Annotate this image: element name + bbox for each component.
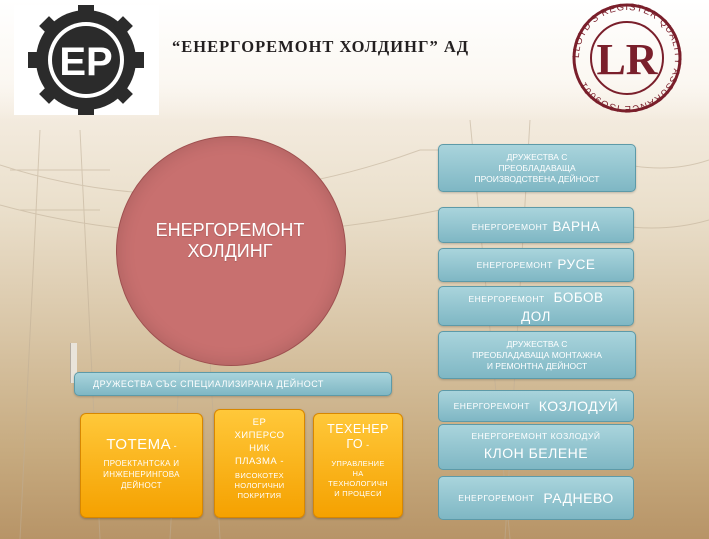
company-dash: - <box>171 441 177 451</box>
connector-line <box>70 343 77 383</box>
company-er-hypersonic-plasma: ЕР ХИПЕРСО НИК ПЛАЗМА - ВИСОКОТЕХ НОЛОГИ… <box>214 409 305 518</box>
branch-bobov-dol: ЕНЕРГОРЕМОНТ БОБОВ ДОЛ <box>438 286 634 326</box>
company-tehenergo: ТЕХЕНЕР ГО - УПРАВЛЕНИЕ НА ТЕХНОЛОГИЧН И… <box>313 413 403 518</box>
branch-name: РУСЕ <box>557 257 596 272</box>
branch-name: ВАРНА <box>552 218 601 234</box>
branch-prefix: ЕНЕРГОРЕМОНТ <box>458 493 535 503</box>
branch-kozloduy: ЕНЕРГОРЕМОНТ КОЗЛОДУЙ <box>438 390 634 422</box>
branch-name: БОБОВ <box>553 290 604 305</box>
company-name: ТОТЕМА <box>106 436 172 453</box>
branch-name: КОЗЛОДУЙ <box>538 398 619 414</box>
branch-name-line2: ДОЛ <box>521 309 551 324</box>
production-heading-text: ДРУЖЕСТВА С ПРЕОБЛАДАВАЩА ПРОИЗВОДСТВЕНА… <box>474 151 600 184</box>
branch-prefix: ЕНЕРГОРЕМОНТ <box>476 260 553 270</box>
branch-ruse: ЕНЕРГОРЕМОНТ РУСЕ <box>438 248 634 282</box>
company-description: ПРОЕКТАНТСКА И ИНЖЕНЕРИНГОВА ДЕЙНОСТ <box>103 459 180 490</box>
branch-name: РАДНЕВО <box>543 490 614 506</box>
installation-heading-text: ДРУЖЕСТВА С ПРЕОБЛАДАВАЩА МОНТАЖНА И РЕМ… <box>472 338 602 371</box>
company-dash: - <box>277 456 285 467</box>
branch-belene: ЕНЕРГОРЕМОНТ КОЗЛОДУЙ КЛОН БЕЛЕНЕ <box>438 424 634 470</box>
branch-radnevo: ЕНЕРГОРЕМОНТ РАДНЕВО <box>438 476 634 520</box>
lloyds-register-seal-icon: LLOYD'S REGISTER QUALITY ASSURANCE ISO90… <box>571 2 682 114</box>
svg-text:EP: EP <box>59 40 112 84</box>
specialized-heading: ДРУЖЕСТВА СЪС СПЕЦИАЛИЗИРАНА ДЕЙНОСТ <box>74 372 392 396</box>
gear-logo-icon: EP <box>14 5 159 115</box>
company-dash: - <box>363 440 370 450</box>
holding-label: ЕНЕРГОРЕМОНТ ХОЛДИНГ <box>155 220 305 261</box>
company-description: ВИСОКОТЕХ НОЛОГИЧНИ ПОКРИТИЯ <box>234 471 285 500</box>
company-totema: ТОТЕМА - ПРОЕКТАНТСКА И ИНЖЕНЕРИНГОВА ДЕ… <box>80 413 203 518</box>
branch-prefix: ЕНЕРГОРЕМОНТ <box>471 221 548 232</box>
holding-circle <box>116 136 346 366</box>
branch-prefix: ЕНЕРГОРЕМОНТ <box>468 294 545 304</box>
company-name: ТЕХЕНЕР ГО <box>327 422 389 451</box>
branch-prefix: ЕНЕРГОРЕМОНТ <box>453 401 530 411</box>
production-heading: ДРУЖЕСТВА С ПРЕОБЛАДАВАЩА ПРОИЗВОДСТВЕНА… <box>438 144 636 192</box>
installation-heading: ДРУЖЕСТВА С ПРЕОБЛАДАВАЩА МОНТАЖНА И РЕМ… <box>438 331 636 379</box>
svg-text:LR: LR <box>596 35 658 84</box>
branch-varna: ЕНЕРГОРЕМОНТ ВАРНА <box>438 207 634 243</box>
company-description: УПРАВЛЕНИЕ НА ТЕХНОЛОГИЧН И ПРОЦЕСИ <box>328 459 388 498</box>
branch-prefix: ЕНЕРГОРЕМОНТ КОЗЛОДУЙ <box>471 431 601 441</box>
company-name: ЕР ХИПЕРСО НИК ПЛАЗМА <box>234 417 285 467</box>
branch-name: КЛОН БЕЛЕНЕ <box>483 445 589 461</box>
company-title: “ЕНЕРГОРЕМОНТ ХОЛДИНГ” АД <box>172 37 470 56</box>
